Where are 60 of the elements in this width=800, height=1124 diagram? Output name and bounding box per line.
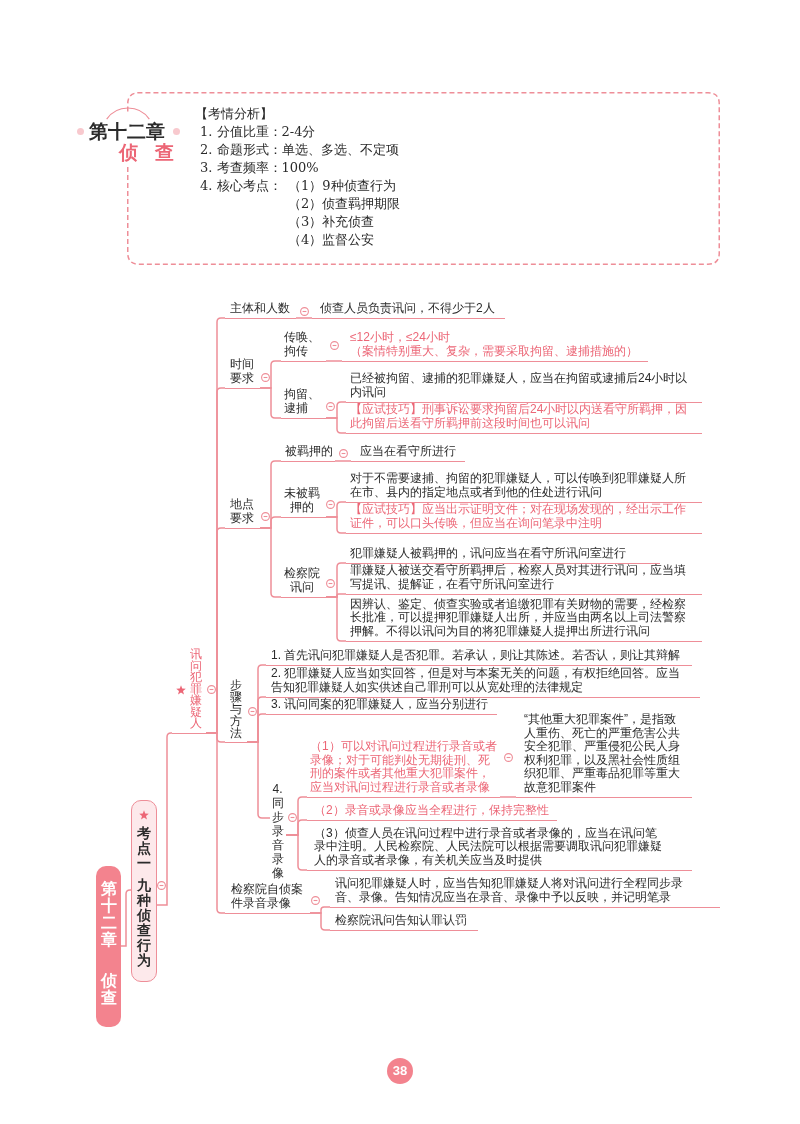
topic-label: 因辨认、鉴定、侦查实验或者追缴犯罪有关财物的需要，经检察长批准，可以提押犯罪嫌疑人出所，并应当由两名以上司法警察押解。不得以讯问为目的将犯罪嫌疑人提押出所进行讯问 (346, 597, 702, 642)
topic-label: 罪嫌疑人被送交看守所羁押后，检察人员对其进行讯问，应当填写提讯、提解证，在看守所讯问室进行 (346, 564, 702, 595)
topic-text: 讯问犯罪嫌疑人 (189, 649, 202, 730)
chapter-title: 第十二章 (89, 121, 165, 143)
list-item: 3. 考查频率：100% (200, 160, 319, 176)
connector-line (259, 387, 282, 419)
tab-text: 侦查 (100, 972, 117, 1006)
topic-label: 讯问犯罪嫌疑人时，应当告知犯罪嫌疑人将对讯问进行全程同步录音、录像。告知情况应当在录音、录像中予以反映，并记明笔录 (330, 877, 720, 908)
topic-label: 【应试技巧】刑事诉讼要求拘留后24小时以内送看守所羁押，因此拘留后送看守所羁押前这段时间也可以讯问 (346, 403, 702, 434)
topic-label: 被羁押的 (281, 444, 335, 462)
topic-text: 九种侦查行为 (135, 877, 152, 968)
tab-text: 第十二章 (100, 880, 117, 948)
topic-label: 【应试技巧】应当出示证明文件；对在现场发现的，经出示工作证件，可以口头传唤，但应当在询问笔录中注明 (346, 503, 702, 534)
list-item: 2. 命题形式：单选、多选、不定项 (200, 142, 399, 158)
topic-label: 4. 同步录音录像 (270, 782, 286, 883)
topic-label: （3）侦查人员在讯问过程中进行录音或者录像的，应当在讯问笔录中注明。人民检察院、人民法院可以根据需要调取讯问犯罪嫌疑人的录音或者录像，有关机关应当及时提供 (307, 826, 692, 871)
list-item: 1. 分值比重：2-4分 (200, 124, 316, 140)
topic-label: 已经被拘留、逮捕的犯罪嫌疑人，应当在拘留或逮捕后24小时以内讯问 (346, 372, 702, 403)
topic-label: 侦查人员负责讯问，不得少于2人 (312, 301, 505, 319)
chapter-subtitle: 侦查 (119, 142, 191, 164)
connector-line (295, 317, 313, 319)
topic-label: 主体和人数 (225, 301, 296, 319)
topic-label: 检察院讯问告知认罪认罚 (330, 913, 478, 931)
topic-label: （1）可以对讯问过程进行录音或者录像；对于可能判处无期徒刑、死刑的案件或者其他重大犯罪案件，应当对讯问过程进行录音或者录像 (307, 740, 500, 798)
connector-line (499, 796, 517, 798)
connector-line (325, 360, 343, 362)
connector-line (309, 912, 331, 931)
topic-label: 拘留、逮捕 (281, 388, 326, 419)
topic-underline (172, 645, 206, 734)
topic-label: 未被羁押的 (281, 487, 326, 518)
topic-label: 检察院自侦案件录音录像 (225, 883, 310, 914)
list-item: （1）9种侦查行为 (288, 178, 396, 194)
topic-label: 检察院讯问 (281, 567, 326, 598)
page-number: 38 (387, 1058, 413, 1084)
chapter-tab (96, 866, 121, 1027)
topic-label: 3. 讯问同案的犯罪嫌疑人，应当分别进行 (266, 697, 497, 715)
topic-label: （2）录音或录像应当全程进行，保持完整性 (307, 803, 557, 821)
topic-label: 步骤与方法 (225, 679, 247, 743)
topic-label: 2. 犯罪嫌疑人应当如实回答，但是对与本案无关的问题，有权拒绝回答。应当告知犯罪嫌疑人如实供述自己罪刑可以从宽处理的法律规定 (266, 667, 700, 698)
connector-line (334, 460, 352, 462)
connector-line (156, 732, 173, 906)
connector-line (325, 417, 347, 434)
topic-label: ≤12小时，≤24小时 （案情特别重大、复杂，需要采取拘留、逮捕措施的） (342, 331, 648, 362)
topic-label: 地点要求 (225, 498, 260, 529)
topic-text: 考点一 (135, 825, 152, 871)
section-heading: 【考情分析】 (195, 106, 273, 122)
topic-tile (131, 800, 157, 982)
list-item: （4）监督公安 (288, 232, 375, 248)
topic-label: 1. 首先讯问犯罪嫌疑人是否犯罪。若承认，则让其陈述。若否认，则让其辩解 (266, 648, 692, 666)
topic-label: 对于不需要逮捕、拘留的犯罪嫌疑人，可以传唤到犯罪嫌疑人所在市、县内的指定地点或者到他的住处进行讯问 (346, 472, 702, 503)
topic-label: 应当在看守所进行 (351, 444, 465, 462)
topic-label: 时间要求 (225, 358, 260, 389)
topic-label: 犯罪嫌疑人被羁押的，讯问应当在看守所讯问室进行 (346, 546, 660, 564)
topic-label: 传唤、拘传 (281, 331, 326, 362)
list-item: （2）侦查羁押期限 (288, 196, 401, 212)
connector-line (325, 516, 347, 534)
list-item: （3）补充侦查 (288, 214, 375, 230)
topic-label: “其他重大犯罪案件”，是指致人重伤、死亡的严重危害公共安全犯罪、严重侵犯公民人身权利犯罪，以及黑社会性质组织犯罪、严重毒品犯罪等重大故意犯罪案件 (516, 713, 692, 798)
connector-line (285, 834, 308, 871)
list-item: 4. 核心考点： (200, 178, 282, 194)
